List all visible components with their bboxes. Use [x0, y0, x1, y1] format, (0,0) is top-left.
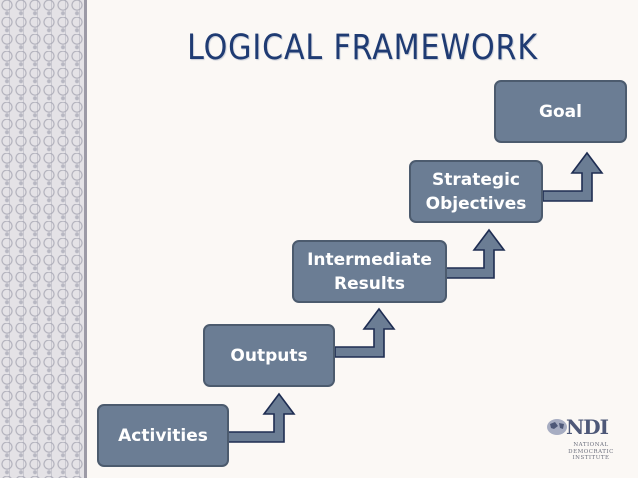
border-edge: [84, 0, 87, 478]
arrow-strategic-to-goal: [542, 151, 604, 202]
logo-subtitle-line: DEMOCRATIC: [568, 448, 614, 455]
step-outputs: Outputs: [203, 324, 335, 387]
ndi-logo: NDI NATIONAL DEMOCRATIC INSTITUTE: [546, 415, 624, 470]
decorative-border: [0, 0, 84, 478]
step-label: Outputs: [230, 345, 308, 366]
step-activities: Activities: [97, 404, 229, 467]
step-label: Goal: [539, 101, 582, 122]
step-intermediate-results: Intermediate Results: [292, 240, 447, 303]
logo-wordmark: NDI: [566, 415, 609, 439]
logo-subtitle-line: INSTITUTE: [572, 455, 610, 461]
step-label: Activities: [118, 425, 208, 446]
step-label: Intermediate Results: [307, 249, 432, 294]
arrow-outputs-to-intermediate: [334, 307, 396, 358]
step-goal: Goal: [494, 80, 627, 143]
arrow-activities-to-outputs: [227, 392, 296, 443]
logo-subtitle: NATIONAL DEMOCRATIC INSTITUTE: [562, 442, 620, 462]
step-strategic-objectives: Strategic Objectives: [409, 160, 543, 223]
logo-subtitle-line: NATIONAL: [573, 442, 609, 448]
ndi-globe-icon: [547, 419, 567, 435]
arrow-intermediate-to-strategic: [445, 228, 506, 279]
page-title: LOGICAL FRAMEWORK: [187, 28, 538, 68]
step-label: Strategic Objectives: [425, 169, 527, 214]
